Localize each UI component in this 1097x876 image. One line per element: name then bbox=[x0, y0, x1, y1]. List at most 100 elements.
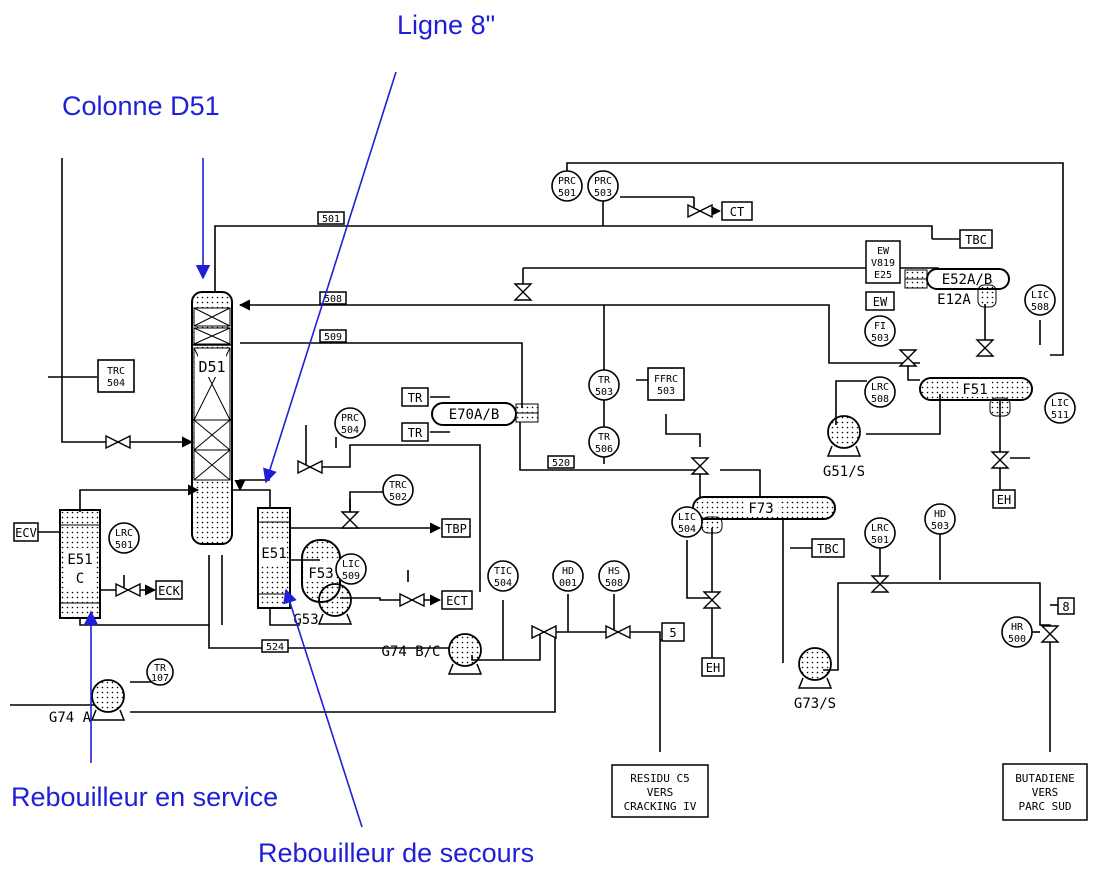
svg-text:TBP: TBP bbox=[445, 522, 467, 536]
drum-f53-label: F53 bbox=[308, 566, 333, 582]
svg-text:CT: CT bbox=[730, 205, 744, 219]
pump-g74bc-label: G74 B/C bbox=[381, 644, 440, 660]
svg-text:503: 503 bbox=[871, 333, 889, 344]
svg-text:503: 503 bbox=[657, 386, 675, 397]
control-valves bbox=[105, 203, 1060, 643]
pump-g53-label: G53 bbox=[293, 612, 318, 628]
pump-g51s-label: G51/S bbox=[823, 464, 865, 480]
svg-text:504: 504 bbox=[494, 578, 512, 589]
annotation-arrows bbox=[83, 71, 397, 828]
exchanger-e52-label: E52A/B bbox=[942, 272, 993, 288]
svg-text:PRC: PRC bbox=[594, 176, 612, 187]
svg-text:LIC: LIC bbox=[678, 512, 696, 523]
ffrc-box bbox=[647, 367, 685, 401]
pump-g53: G53 bbox=[293, 583, 353, 628]
svg-text:HR: HR bbox=[1011, 622, 1024, 633]
reboiler-e51: E51 bbox=[257, 507, 291, 609]
svg-text:LRC: LRC bbox=[115, 528, 133, 539]
svg-text:TBC: TBC bbox=[817, 542, 839, 556]
reboiler-e51-label: E51 bbox=[261, 546, 286, 562]
instrument-bubbles bbox=[108, 170, 1076, 686]
svg-text:LRC: LRC bbox=[871, 382, 889, 393]
svg-text:HD: HD bbox=[934, 509, 946, 520]
pump-g74a-label: G74 A bbox=[49, 710, 92, 726]
svg-text:503: 503 bbox=[594, 188, 612, 199]
svg-text:HS: HS bbox=[608, 566, 620, 577]
svg-text:511: 511 bbox=[1051, 410, 1069, 421]
svg-text:520: 520 bbox=[552, 458, 570, 469]
outlet-butadiene-line3: PARC SUD bbox=[1019, 800, 1072, 813]
svg-text:TR: TR bbox=[154, 663, 167, 674]
svg-text:501: 501 bbox=[115, 540, 133, 551]
svg-text:E25: E25 bbox=[874, 270, 892, 281]
reboiler-e51c-label: E51 bbox=[67, 552, 92, 568]
svg-text:EW: EW bbox=[873, 295, 888, 309]
svg-text:LIC: LIC bbox=[342, 559, 360, 570]
svg-text:EH: EH bbox=[997, 493, 1011, 507]
svg-text:TIC: TIC bbox=[494, 566, 512, 577]
drum-f51-label: F51 bbox=[962, 382, 987, 398]
svg-text:TR: TR bbox=[598, 375, 611, 386]
svg-text:504: 504 bbox=[678, 524, 696, 535]
tag-boxes bbox=[13, 201, 1088, 821]
drum-f73: F73 bbox=[692, 496, 836, 534]
svg-text:508: 508 bbox=[1031, 302, 1049, 313]
svg-text:508: 508 bbox=[324, 294, 342, 305]
outlet-residu-line1: RESIDU C5 bbox=[630, 772, 690, 785]
svg-text:EH: EH bbox=[706, 661, 720, 675]
svg-text:TR: TR bbox=[598, 432, 611, 443]
pump-g74a: G74 A bbox=[49, 679, 126, 726]
annotation-rebouilleur-de-secours: Rebouilleur de secours bbox=[258, 838, 535, 868]
svg-text:001: 001 bbox=[559, 578, 577, 589]
svg-text:524: 524 bbox=[266, 642, 284, 653]
svg-text:506: 506 bbox=[595, 444, 613, 455]
svg-text:503: 503 bbox=[931, 521, 949, 532]
svg-text:ECV: ECV bbox=[15, 526, 37, 540]
column-d51-label: D51 bbox=[198, 358, 225, 376]
reboiler-e51c: E51 C bbox=[59, 509, 101, 619]
drum-f73-label: F73 bbox=[748, 501, 773, 517]
exchanger-e12a-label: E12A bbox=[937, 292, 971, 308]
svg-text:509: 509 bbox=[324, 332, 342, 343]
svg-text:ECK: ECK bbox=[158, 584, 180, 598]
svg-text:LIC: LIC bbox=[1051, 398, 1069, 409]
svg-text:508: 508 bbox=[605, 578, 623, 589]
svg-text:TBC: TBC bbox=[965, 233, 987, 247]
arrow-ligne bbox=[263, 71, 397, 484]
svg-text:PRC: PRC bbox=[341, 413, 359, 424]
svg-text:PRC: PRC bbox=[558, 176, 576, 187]
svg-text:FI: FI bbox=[874, 321, 886, 332]
outlet-butadiene-line1: BUTADIENE bbox=[1015, 772, 1075, 785]
tag-labels: CT TBC EW V819 E25 EW TR TR TBP ECT ECV … bbox=[15, 205, 1075, 813]
annotation-rebouilleur-en-service: Rebouilleur en service bbox=[11, 782, 279, 812]
svg-text:501: 501 bbox=[322, 214, 340, 225]
svg-text:HD: HD bbox=[562, 566, 574, 577]
drum-f51: F51 bbox=[919, 377, 1033, 417]
svg-text:TRC: TRC bbox=[389, 480, 407, 491]
outlet-residu-line2: VERS bbox=[647, 786, 674, 799]
svg-text:8: 8 bbox=[1062, 600, 1069, 614]
svg-text:509: 509 bbox=[342, 571, 360, 582]
pump-g51s: G51/S bbox=[823, 415, 865, 480]
svg-text:504: 504 bbox=[341, 425, 359, 436]
svg-text:TR: TR bbox=[408, 391, 423, 405]
svg-text:107: 107 bbox=[151, 673, 169, 684]
svg-text:ECT: ECT bbox=[446, 594, 468, 608]
outlet-butadiene-line2: VERS bbox=[1032, 786, 1059, 799]
svg-text:503: 503 bbox=[595, 387, 613, 398]
annotation-ligne-8: Ligne 8" bbox=[397, 10, 496, 40]
svg-text:502: 502 bbox=[389, 492, 407, 503]
arrow-rebouilleur-secours bbox=[283, 588, 363, 828]
svg-text:TRC: TRC bbox=[107, 366, 125, 377]
annotation-colonne-d51: Colonne D51 bbox=[62, 91, 220, 121]
column-d51: D51 bbox=[191, 291, 233, 545]
exchanger-e70-label: E70A/B bbox=[449, 407, 500, 423]
exchanger-e70: E70A/B bbox=[431, 402, 539, 426]
svg-text:FFRC: FFRC bbox=[654, 374, 678, 385]
svg-text:504: 504 bbox=[107, 378, 125, 389]
trc504-box bbox=[97, 359, 135, 393]
pump-g73s: G73/S bbox=[794, 647, 836, 712]
